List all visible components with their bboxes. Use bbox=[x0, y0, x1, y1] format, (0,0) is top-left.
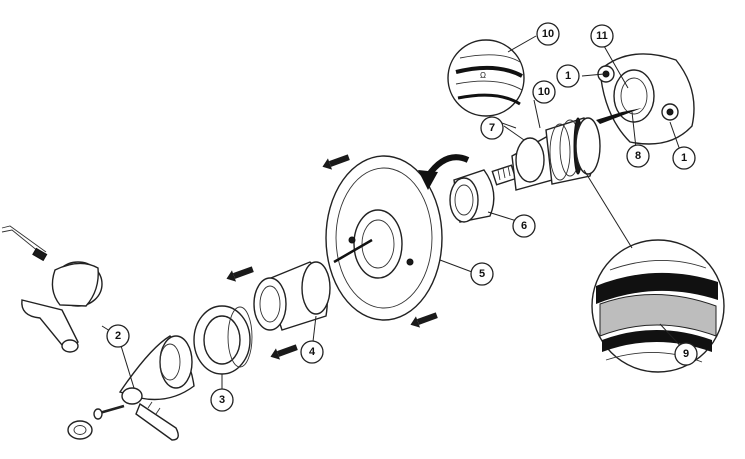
lever-handle bbox=[21, 261, 103, 353]
arrow-icon bbox=[322, 154, 350, 170]
arrow-icon bbox=[270, 344, 298, 360]
svg-text:6: 6 bbox=[521, 220, 527, 232]
rotate-arrow-icon bbox=[418, 154, 470, 190]
direction-arrows bbox=[226, 154, 438, 360]
callout-1a: 1 bbox=[556, 64, 580, 88]
cartridge bbox=[491, 117, 601, 191]
callout-2: 2 bbox=[106, 324, 130, 348]
svg-text:9: 9 bbox=[683, 348, 689, 360]
sleeve bbox=[253, 261, 331, 331]
callout-10b: 10 bbox=[532, 80, 556, 104]
svg-text:Ω: Ω bbox=[480, 71, 486, 80]
hex-key bbox=[1, 225, 48, 262]
arrow-icon bbox=[226, 266, 254, 282]
handle-body bbox=[118, 335, 195, 441]
leader-lines bbox=[101, 35, 687, 398]
svg-text:10: 10 bbox=[542, 28, 554, 40]
trim-ring bbox=[193, 305, 253, 375]
svg-text:4: 4 bbox=[309, 346, 316, 358]
callout-4: 4 bbox=[300, 340, 324, 364]
svg-text:7: 7 bbox=[489, 122, 495, 134]
svg-text:5: 5 bbox=[479, 268, 485, 280]
svg-text:1: 1 bbox=[681, 152, 687, 164]
callout-11: 11 bbox=[590, 24, 614, 48]
valve-body bbox=[596, 53, 695, 145]
callout-3: 3 bbox=[210, 388, 234, 412]
callout-5: 5 bbox=[470, 262, 494, 286]
callout-9: 9 bbox=[674, 342, 698, 366]
svg-text:1: 1 bbox=[565, 70, 571, 82]
svg-text:2: 2 bbox=[115, 330, 121, 342]
set-screw bbox=[93, 404, 125, 420]
svg-text:10: 10 bbox=[538, 86, 550, 98]
bonnet-nut bbox=[449, 169, 495, 223]
svg-text:3: 3 bbox=[219, 394, 225, 406]
svg-text:8: 8 bbox=[635, 150, 641, 162]
detail-view-top: Ω bbox=[447, 39, 525, 117]
arrow-icon bbox=[410, 312, 438, 328]
detail-view-bottom bbox=[591, 239, 725, 373]
callout-1b: 1 bbox=[672, 146, 696, 170]
callout-8: 8 bbox=[626, 144, 650, 168]
svg-text:11: 11 bbox=[596, 30, 608, 42]
callout-10a: 10 bbox=[536, 22, 560, 46]
escutcheon-plate bbox=[325, 155, 443, 321]
button-cap bbox=[67, 420, 93, 440]
callout-7: 7 bbox=[480, 116, 504, 140]
callout-6: 6 bbox=[512, 214, 536, 238]
